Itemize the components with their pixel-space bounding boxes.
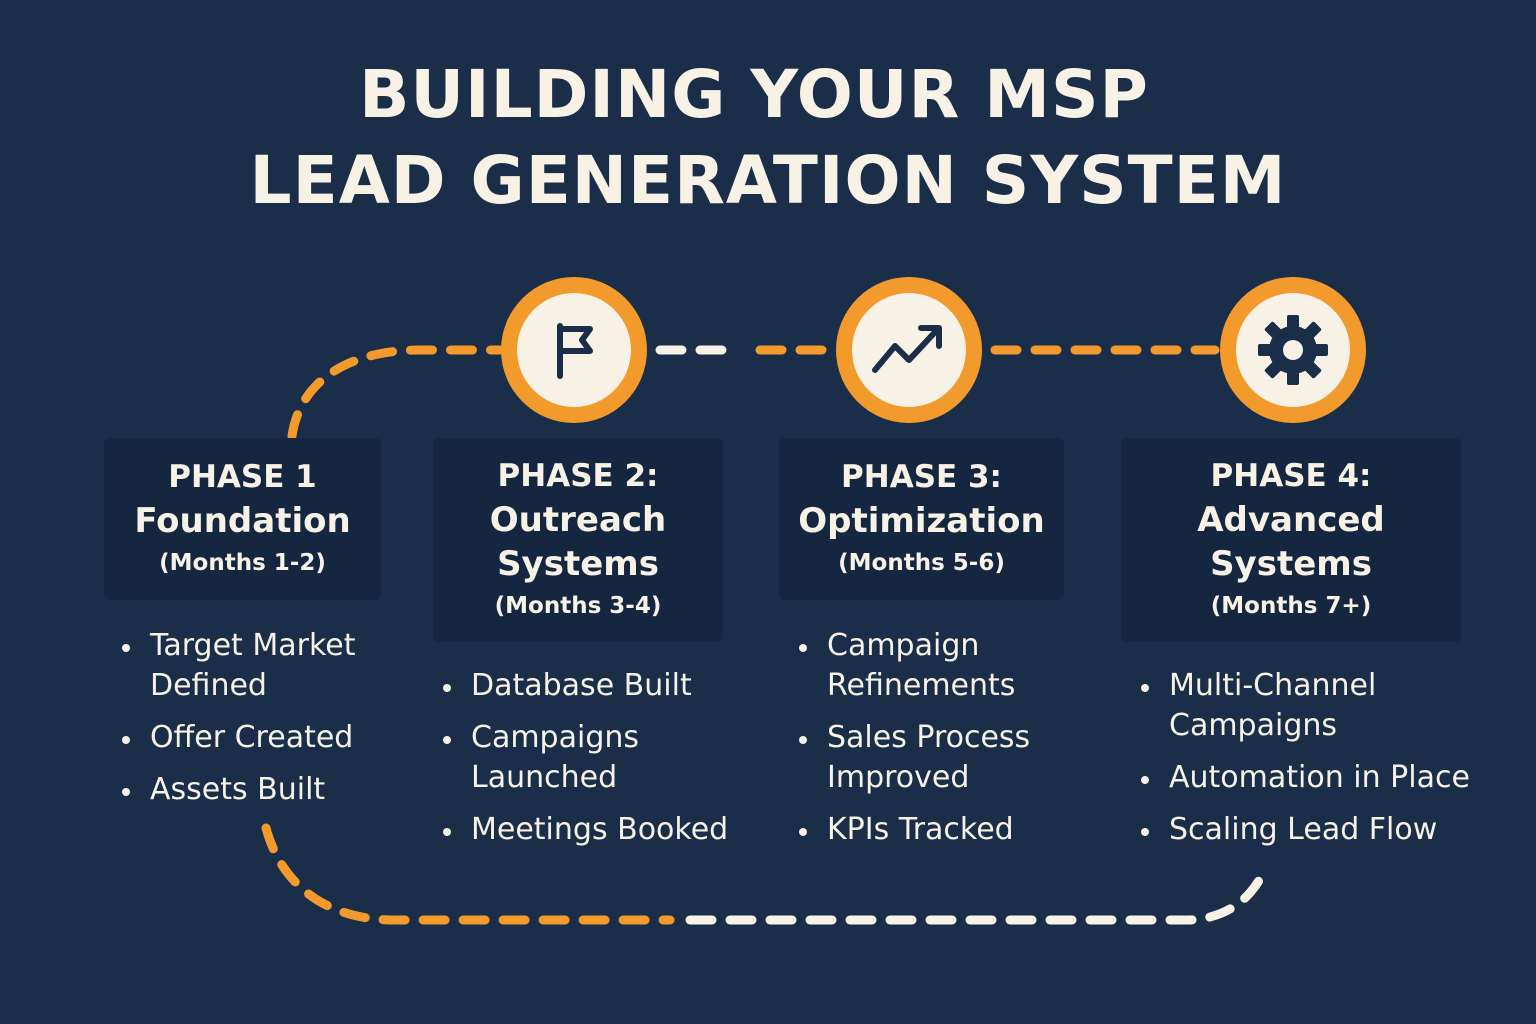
list-item: Automation in Place [1139, 758, 1519, 798]
page-title-line-1: BUILDING YOUR MSP [359, 56, 1149, 133]
phase-1-name: Foundation [134, 501, 351, 541]
connector-top-left-arc [287, 345, 505, 441]
bullet-icon [122, 788, 130, 796]
bullet-icon [1141, 828, 1149, 836]
list-item: Sales Process Improved [797, 718, 1077, 798]
list-item: Database Built [441, 666, 761, 706]
phase-2-card: PHASE 2: Outreach Systems (Months 3-4) [433, 438, 723, 642]
phase-4-card: PHASE 4: Advanced Systems (Months 7+) [1121, 438, 1461, 642]
list-item: Campaigns Launched [441, 718, 701, 798]
phase-2-months: (Months 3-4) [494, 593, 662, 619]
phase-4-label: PHASE 4: [1210, 458, 1372, 494]
phase-3-label: PHASE 3: [841, 459, 1002, 495]
gear-icon [1258, 315, 1328, 385]
phase-2-checklist: Database Built Campaigns Launched Meetin… [441, 666, 761, 862]
bullet-icon [443, 736, 451, 744]
bullet-icon [799, 644, 807, 652]
list-item: Target Market Defined [120, 626, 400, 706]
phase-3-months: (Months 5-6) [838, 550, 1005, 576]
phase-1-label: PHASE 1 [168, 459, 317, 495]
phase-2-name-line-2: Systems [497, 544, 659, 584]
phase-4-name-line-1: Advanced [1197, 500, 1385, 540]
phase-4-checklist: Multi-Channel Campaigns Automation in Pl… [1139, 666, 1519, 862]
phase-3-checklist: Campaign Refinements Sales Process Impro… [797, 626, 1087, 862]
list-item: KPIs Tracked [797, 810, 1087, 850]
list-item: Multi-Channel Campaigns [1139, 666, 1439, 746]
bullet-icon [1141, 684, 1149, 692]
bullet-icon [443, 684, 451, 692]
list-item: Offer Created [120, 718, 400, 758]
bullet-icon [799, 828, 807, 836]
trending-up-icon [872, 325, 942, 373]
connector-bottom-right-arc [685, 861, 1271, 925]
list-item: Assets Built [120, 770, 400, 810]
phase-2-name-line-1: Outreach [489, 500, 667, 540]
connector-bottom-left-arc [261, 823, 675, 925]
phase-1-card: PHASE 1 Foundation (Months 1-2) [104, 438, 381, 600]
bullet-icon [122, 644, 130, 652]
page-title-line-2: LEAD GENERATION SYSTEM [249, 142, 1287, 219]
bullet-icon [122, 736, 130, 744]
flag-icon [557, 323, 593, 379]
bullet-icon [443, 828, 451, 836]
phase-4-name-line-2: Systems [1210, 544, 1372, 584]
phase-1-checklist: Target Market Defined Offer Created Asse… [120, 626, 400, 822]
phase-1-months: (Months 1-2) [159, 550, 326, 576]
bullet-icon [1141, 776, 1149, 784]
list-item: Campaign Refinements [797, 626, 1077, 706]
phase-2-icon-circle [501, 277, 647, 423]
list-item: Scaling Lead Flow [1139, 810, 1519, 850]
bullet-icon [799, 736, 807, 744]
phase-3-card: PHASE 3: Optimization (Months 5-6) [779, 438, 1064, 600]
phase-2-label: PHASE 2: [497, 458, 659, 494]
phase-4-months: (Months 7+) [1210, 593, 1372, 619]
phase-3-icon-circle [836, 277, 982, 423]
list-item: Meetings Booked [441, 810, 761, 850]
phase-4-icon-circle [1220, 277, 1366, 423]
phase-3-name: Optimization [798, 501, 1045, 541]
